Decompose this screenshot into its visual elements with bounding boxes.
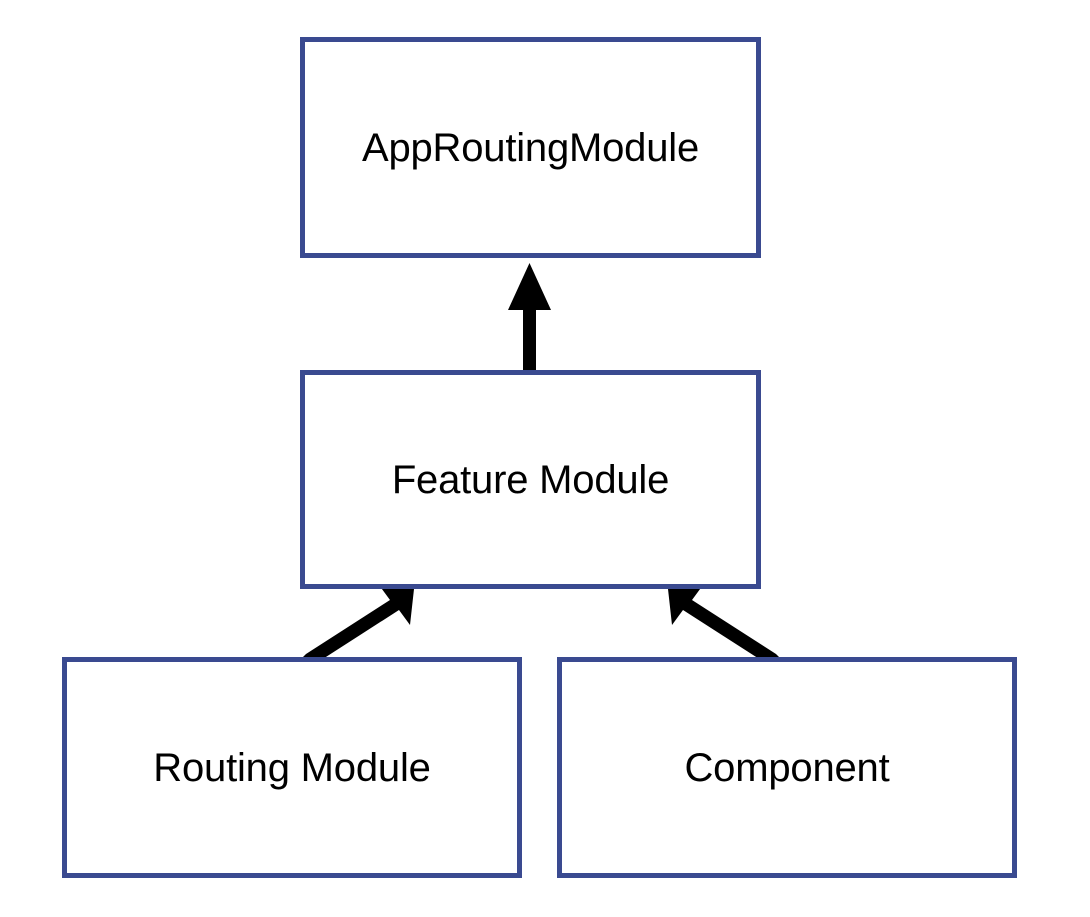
node-label-app-routing-module: AppRoutingModule: [361, 125, 700, 170]
node-app-routing-module[interactable]: AppRoutingModule: [300, 37, 761, 258]
node-component[interactable]: Component: [557, 657, 1017, 878]
edge-feature-to-app-routing-arrow: [508, 263, 551, 370]
node-routing-module[interactable]: Routing Module: [62, 657, 522, 878]
node-label-routing-module: Routing Module: [153, 745, 431, 790]
edge-component-to-feature-arrow: [668, 585, 786, 664]
edge-routing-to-feature-arrow: [296, 585, 414, 664]
node-feature-module[interactable]: Feature Module: [300, 370, 761, 589]
node-label-component: Component: [684, 745, 890, 790]
node-label-feature-module: Feature Module: [391, 457, 670, 502]
